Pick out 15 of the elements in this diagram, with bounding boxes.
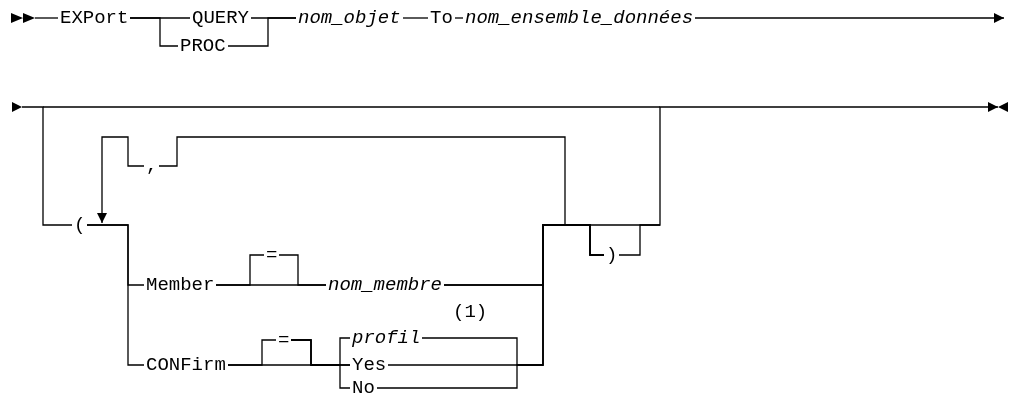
rail-connector: [86, 224, 145, 366]
rail-connector: [290, 339, 351, 389]
rail-connector: [618, 102, 1008, 256]
footnote-ref: (1): [453, 301, 488, 323]
rail-connector: [215, 284, 327, 286]
rail-connector: [402, 17, 429, 19]
rail-connector: [129, 17, 179, 47]
rail-connector: [227, 364, 351, 366]
rail-connector: [97, 136, 145, 224]
rail-connector: [11, 13, 59, 23]
variable-text: nom_objet: [296, 7, 403, 29]
rail-connector: [454, 17, 464, 19]
rail-connector: [12, 102, 73, 226]
rail-connector: [694, 13, 1005, 23]
rail-connector: [227, 17, 297, 47]
